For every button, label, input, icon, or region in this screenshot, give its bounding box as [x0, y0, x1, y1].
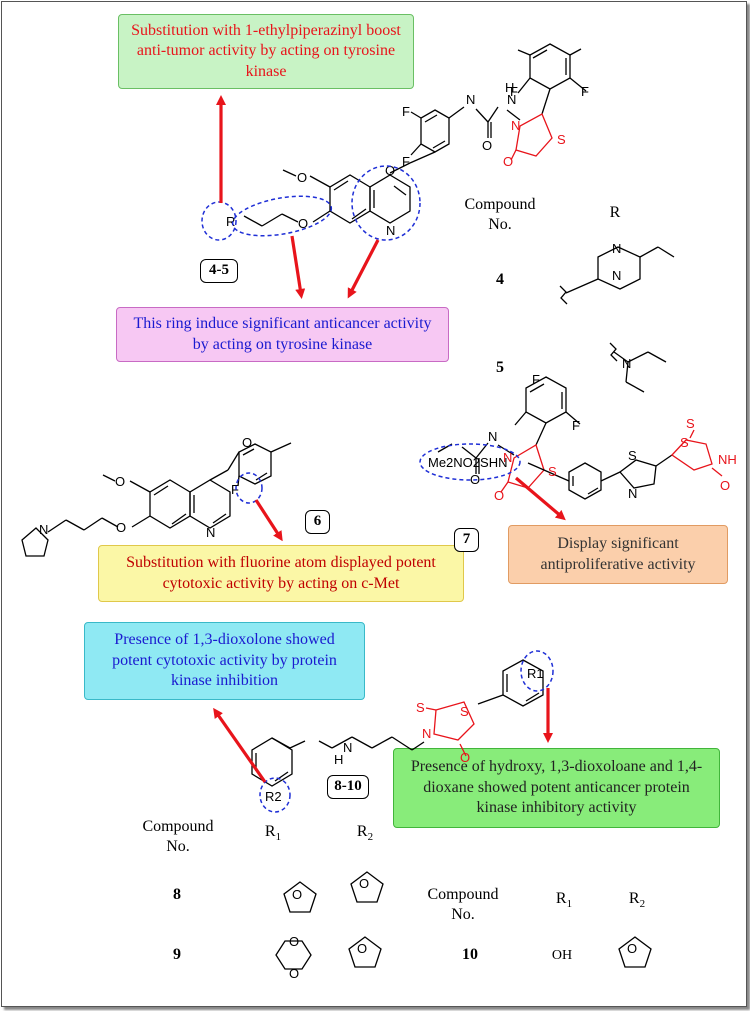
table3-header-r2: R2 [628, 890, 646, 911]
table3-header-r1: R1 [555, 890, 573, 911]
arrow-sulfonamide [514, 476, 566, 521]
atom-o-urea: O [482, 138, 492, 153]
atom-n-quinoline-2: N [206, 525, 215, 540]
substituent-me2no2shn: Me2NO2SHN [428, 455, 507, 470]
atom-n-pip-1: N [612, 241, 621, 256]
arrow-chain-to-ring [290, 235, 306, 299]
arrow-r2 [213, 707, 267, 783]
table3-oh-label: OH [551, 948, 573, 963]
atom-o-chain-2: O [116, 520, 126, 535]
atom-f-2: F [581, 84, 589, 99]
atom-n-red: N [511, 118, 520, 133]
ring-note-text: This ring induce significant anticancer … [133, 315, 432, 353]
atom-o-red-4: O [460, 750, 470, 765]
atom-o-red-2: O [494, 488, 504, 503]
tag-7: 7 [454, 528, 479, 552]
substituent-r1: R1 [527, 666, 544, 681]
atom-n-urea-2: N [466, 92, 475, 107]
dioxolone-note-text: Presence of 1,3-dioxolone showed potent … [112, 631, 337, 690]
atom-o-red: O [503, 154, 513, 169]
atom-f-7: F [231, 482, 239, 497]
atom-f-6: F [572, 418, 580, 433]
arrow-quinoline-to-ring [347, 239, 380, 299]
atom-n-urea: N [507, 92, 516, 107]
atom-o-methoxy-2: O [115, 474, 125, 489]
tag-4-5: 4-5 [200, 259, 238, 283]
ring-note-box: This ring induce significant anticancer … [116, 307, 449, 362]
table1-compound-5: 5 [496, 359, 504, 376]
table2-header-r2: R2 [356, 823, 374, 844]
table3-header-compound: Compound No. [427, 886, 499, 923]
table1-compound-4: 4 [496, 271, 504, 288]
atom-o-dioxolane-4: O [627, 941, 637, 956]
atom-n-urea-3: N [488, 429, 497, 444]
atom-labels: F F N H N O F F O N O O R N N N F F N O … [39, 80, 637, 981]
atom-s-red-3: S [680, 435, 689, 450]
fluorine-note-text: Substitution with fluorine atom displaye… [126, 554, 436, 592]
atom-s-red-4: S [460, 704, 469, 719]
red-arrows [213, 95, 566, 783]
atom-f-3: F [402, 104, 410, 119]
piperazinyl-note-box: Substitution with 1-ethylpiperazinyl boo… [118, 14, 414, 89]
atom-o-dioxane-2: O [289, 966, 299, 981]
atom-s-red-2: S [548, 464, 557, 479]
atom-o-ether: O [385, 163, 395, 178]
dioxolone-note-box: Presence of 1,3-dioxolone showed potent … [84, 622, 365, 700]
atom-s-red: S [557, 132, 566, 147]
structure-compound-4-5 [243, 43, 587, 227]
atom-n-red-2: N [503, 450, 512, 465]
atom-n-amine: N [622, 356, 631, 371]
red-atom-labels: S O N S O N S NH O S S N O S [416, 118, 737, 765]
atom-n-thiazole: N [628, 486, 637, 501]
antiproliferative-note-text: Display significant antiproliferative ac… [540, 535, 696, 573]
structure-compound-7 [527, 429, 723, 500]
table2-header-compound: Compound No. [142, 818, 214, 855]
piperazinyl-note-text: Substitution with 1-ethylpiperazinyl boo… [131, 21, 401, 80]
tag-8-10: 8-10 [327, 775, 369, 799]
arrow-fluorine [254, 499, 283, 542]
atom-s-thione-2: S [416, 700, 425, 715]
antiproliferative-note-box: Display significant antiproliferative ac… [508, 525, 728, 584]
atom-f-5: F [532, 372, 540, 387]
fluorine-note-box: Substitution with fluorine atom displaye… [98, 545, 464, 602]
atom-h-amine-2: H [334, 752, 343, 767]
atom-f-4: F [402, 154, 410, 169]
atom-n-pip-2: N [612, 268, 621, 283]
table2-compound-8: 8 [173, 886, 181, 903]
atom-n-quinoline: N [386, 223, 395, 238]
atom-n-pyrrolidine: N [39, 522, 48, 537]
atom-o-ether-2: O [242, 435, 252, 450]
structure-compound-8-10 [251, 659, 544, 787]
atom-r: R [226, 214, 235, 229]
r-group-sketches [275, 246, 675, 970]
atom-o-dioxolane-3: O [357, 941, 367, 956]
atom-nh-red: NH [718, 452, 737, 467]
table3-compound-10: 10 [462, 946, 478, 963]
hydroxy-note-box: Presence of hydroxy, 1,3-dioxoloane and … [393, 748, 720, 828]
atom-s-thiazole: S [628, 448, 637, 463]
atom-o-dioxolane-2: O [359, 876, 369, 891]
table2-compound-9: 9 [173, 946, 181, 963]
atom-o-chain: O [298, 216, 308, 231]
tag-6: 6 [305, 510, 330, 534]
substituent-r2: R2 [265, 789, 282, 804]
atom-n-amine-2: N [343, 740, 352, 755]
atom-o-red-3: O [720, 478, 730, 493]
atom-f-1: F [510, 84, 518, 99]
atom-o-dioxane-1: O [289, 934, 299, 949]
atom-o-methoxy: O [297, 170, 307, 185]
dashed-highlights [201, 165, 554, 813]
table1-header-r: R [609, 204, 621, 221]
hydroxy-note-text: Presence of hydroxy, 1,3-dioxoloane and … [410, 758, 703, 817]
table2-header-r1: R1 [264, 823, 282, 844]
atom-n-red-4: N [422, 726, 431, 741]
table1-header-compound: Compound No. [464, 196, 536, 233]
atom-h-urea: H [505, 80, 514, 95]
atom-o-dioxolane-1: O [292, 887, 302, 902]
atom-s-thione: S [686, 416, 695, 431]
